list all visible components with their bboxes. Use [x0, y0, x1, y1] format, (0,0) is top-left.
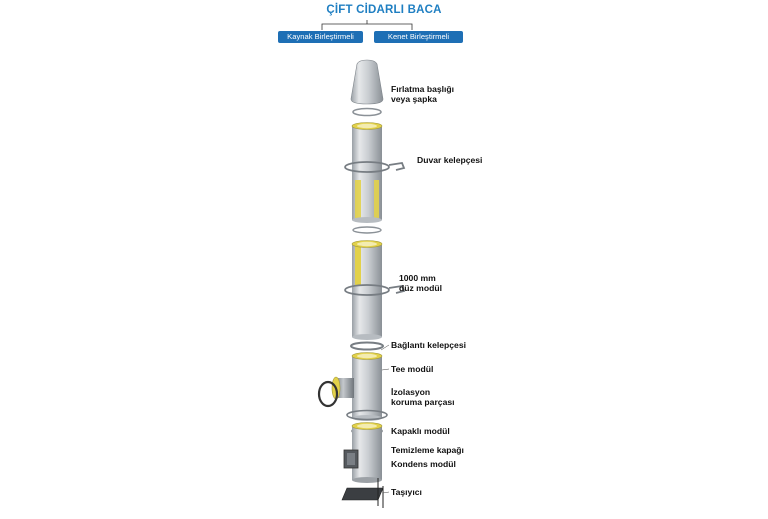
insulation-guard-ring	[317, 380, 339, 408]
wall-clamp-ring	[344, 161, 390, 173]
upper-module	[344, 122, 406, 234]
connection-clamp	[350, 341, 384, 351]
cap-label: Fırlatma başlığı veya şapka	[391, 84, 454, 104]
cap-part	[350, 59, 384, 117]
lidded-module-label: Kapaklı modül	[391, 426, 450, 436]
straight-module-label: 1000 mm düz modül	[399, 273, 442, 293]
lidded-module	[343, 422, 383, 483]
title-bracket	[321, 20, 413, 30]
cleaning-lid-label: Temizleme kapağı	[391, 445, 464, 455]
straight-module	[344, 240, 406, 340]
straight-module-label-line2: düz modül	[399, 283, 442, 293]
seamed-joint-tag: Kenet Birleştirmeli	[374, 31, 463, 43]
insulation-guard-label-line2: koruma parçası	[391, 397, 455, 407]
support-plate	[341, 478, 384, 508]
insulation-guard-label-line1: İzolasyon	[391, 387, 431, 397]
cap-label-line1: Fırlatma başlığı	[391, 84, 455, 94]
insulation-guard-label: İzolasyon koruma parçası	[391, 387, 455, 407]
cap-ring	[352, 107, 382, 117]
tee-module	[317, 352, 388, 421]
straight-module-label-line1: 1000 mm	[399, 273, 436, 283]
cap-label-line2: veya şapka	[391, 94, 437, 104]
condensate-module-label: Kondens modül	[391, 459, 456, 469]
wall-clamp-bracket	[388, 162, 406, 171]
support-label: Taşıyıcı	[391, 487, 422, 497]
diagram-title: ÇİFT CİDARLI BACA	[326, 4, 442, 16]
connection-clamp-label: Bağlantı kelepçesi	[391, 340, 466, 350]
tee-module-label: Tee modül	[391, 364, 434, 374]
leader-lines	[380, 344, 390, 494]
wall-clamp-label: Duvar kelepçesi	[417, 155, 483, 165]
module-clamp-ring	[344, 284, 390, 296]
welded-joint-tag: Kaynak Birleştirmeli	[278, 31, 363, 43]
